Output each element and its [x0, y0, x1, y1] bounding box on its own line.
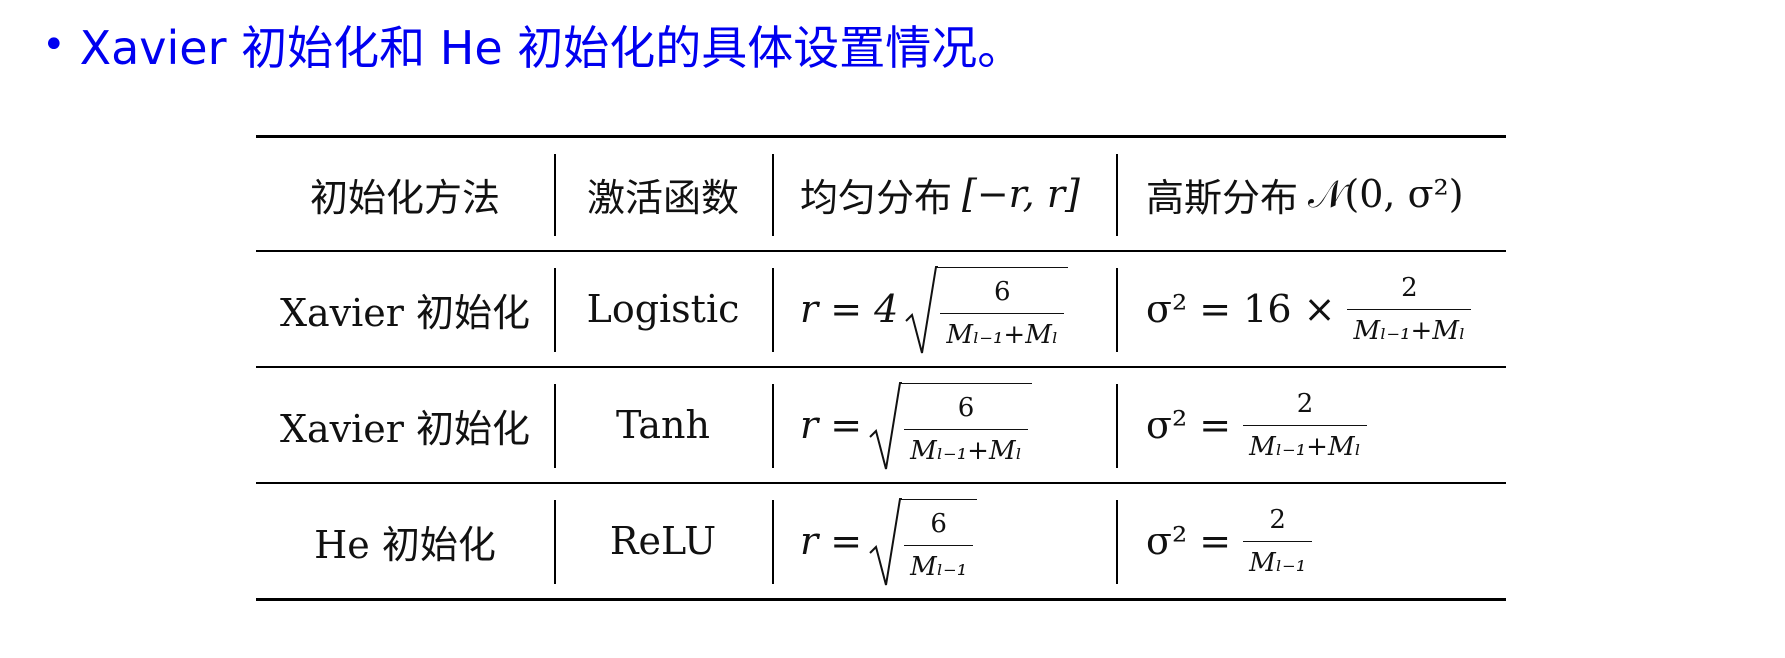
sqrt-expression: 6 Mₗ₋₁+Mₗ [904, 259, 1069, 359]
fraction-numerator: 6 [930, 509, 947, 539]
fraction-denominator: Mₗ₋₁+Mₗ [940, 313, 1065, 350]
sqrt-expression: 6 Mₗ₋₁ [868, 491, 978, 591]
fraction-denominator: Mₗ₋₁ [904, 545, 974, 582]
fraction: 6 Mₗ₋₁+Mₗ [904, 393, 1028, 466]
header-gaussian: 高斯分布 𝒩(0, σ²) [1116, 138, 1506, 250]
fraction-denominator: Mₗ₋₁+Mₗ [1243, 424, 1367, 462]
row-gaussian-formula: σ² = 2 Mₗ₋₁+Mₗ [1116, 368, 1506, 482]
row-method: Xavier 初始化 [279, 290, 531, 335]
row-method: He 初始化 [314, 522, 496, 567]
fraction: 2 Mₗ₋₁+Mₗ [1347, 272, 1472, 346]
fraction-denominator: Mₗ₋₁+Mₗ [1347, 308, 1472, 346]
sqrt-expression: 6 Mₗ₋₁+Mₗ [868, 375, 1032, 475]
row-activation: Logistic [554, 252, 772, 366]
radical-sign [869, 498, 903, 586]
header-uniform-interval: [−r, r] [962, 172, 1080, 216]
header-gaussian-symbol: 𝒩(0, σ²) [1308, 171, 1464, 216]
fraction-numerator: 6 [957, 393, 975, 423]
table-bottom-rule [256, 598, 1506, 601]
slide-heading: • Xavier 初始化和 He 初始化的具体设置情况。 [42, 10, 1023, 80]
fraction-numerator: 2 [1401, 272, 1418, 303]
table-top-rule [256, 135, 1506, 138]
row-method: Xavier 初始化 [279, 406, 531, 451]
fraction-numerator: 6 [993, 277, 1011, 307]
radical-sign [905, 266, 939, 354]
header-uniform-label: 均匀分布 [800, 175, 953, 220]
row-gaussian-formula: σ² = 2 Mₗ₋₁ [1116, 484, 1506, 598]
fraction: 2 Mₗ₋₁ [1243, 504, 1313, 578]
fraction: 2 Mₗ₋₁+Mₗ [1243, 389, 1367, 462]
gaussian-lhs: σ² = 16 × [1146, 287, 1336, 331]
fraction: 6 Mₗ₋₁ [904, 509, 974, 582]
header-method: 初始化方法 [309, 175, 500, 220]
initialization-table: 初始化方法 激活函数 均匀分布 [−r, r] 高斯分布 𝒩(0, σ²) Xa… [256, 135, 1506, 601]
row-activation: Tanh [554, 368, 772, 482]
bullet-point: • [42, 22, 66, 68]
uniform-lhs: r = 4 [800, 287, 899, 331]
table-row: Xavier 初始化 Logistic r = 4 6 Mₗ₋₁+Mₗ σ² =… [256, 252, 1506, 366]
row-uniform-formula: r = 4 6 Mₗ₋₁+Mₗ [772, 252, 1116, 366]
heading-text: Xavier 初始化和 He 初始化的具体设置情况。 [79, 21, 1024, 75]
uniform-lhs: r = [800, 519, 863, 563]
fraction-numerator: 2 [1296, 388, 1314, 419]
table-row: He 初始化 ReLU r = 6 Mₗ₋₁ σ² = 2 Mₗ₋₁ [256, 484, 1506, 598]
table-header-row: 初始化方法 激活函数 均匀分布 [−r, r] 高斯分布 𝒩(0, σ²) [256, 138, 1506, 250]
row-uniform-formula: r = 6 Mₗ₋₁+Mₗ [772, 368, 1116, 482]
table-row-rule [256, 366, 1506, 368]
header-activation: 激活函数 [554, 138, 772, 250]
row-uniform-formula: r = 6 Mₗ₋₁ [772, 484, 1116, 598]
table-header-rule [256, 250, 1506, 252]
gaussian-lhs: σ² = [1146, 403, 1232, 447]
fraction-numerator: 2 [1269, 504, 1286, 535]
uniform-lhs: r = [800, 403, 863, 447]
gaussian-lhs: σ² = [1146, 519, 1232, 563]
header-gaussian-label: 高斯分布 [1146, 175, 1299, 220]
fraction-denominator: Mₗ₋₁ [1243, 540, 1313, 578]
fraction: 6 Mₗ₋₁+Mₗ [940, 277, 1065, 350]
row-activation: ReLU [554, 484, 772, 598]
fraction-denominator: Mₗ₋₁+Mₗ [904, 429, 1028, 466]
header-uniform: 均匀分布 [−r, r] [772, 138, 1116, 250]
radical-sign [869, 382, 903, 470]
row-gaussian-formula: σ² = 16 × 2 Mₗ₋₁+Mₗ [1116, 252, 1506, 366]
table-row: Xavier 初始化 Tanh r = 6 Mₗ₋₁+Mₗ σ² = 2 Mₗ [256, 368, 1506, 482]
table-row-rule [256, 482, 1506, 484]
